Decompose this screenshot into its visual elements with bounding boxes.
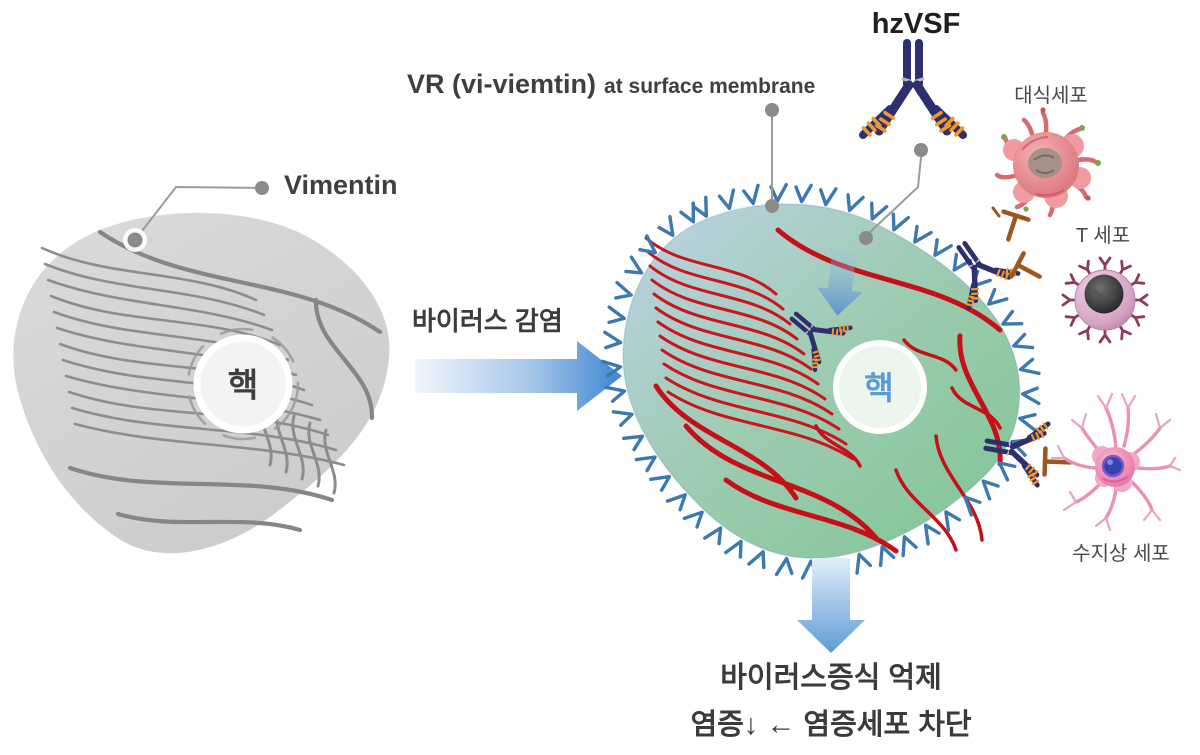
membrane-spike: [1009, 331, 1035, 356]
outcome-line-2: 염증↓ ← 염증세포 차단: [690, 709, 972, 741]
infected-cell: [600, 182, 1042, 581]
macrophage-label: 대식세포: [1014, 85, 1088, 107]
membrane-spike: [841, 190, 865, 215]
infected-nucleus: [833, 340, 927, 434]
membrane-spike: [895, 532, 919, 558]
block-symbol: [991, 206, 1001, 218]
vr-membrane-label: VR (vi-viemtin) at surface membrane: [407, 71, 815, 98]
membrane-spike: [817, 185, 838, 208]
dendritic-cell-label: 수지상 세포: [1072, 543, 1170, 565]
vimentin-pointer: [123, 181, 269, 252]
infected-nucleus-label: 핵: [864, 370, 894, 406]
membrane-spike: [601, 330, 624, 352]
outcome-line-1: 바이러스증식 억제: [720, 662, 942, 694]
membrane-spike: [1016, 409, 1040, 432]
membrane-spike: [611, 404, 636, 428]
membrane-spike: [604, 305, 628, 327]
hzvsf-pointer: [859, 143, 928, 245]
hzvsf-label: hzVSF: [871, 8, 961, 40]
membrane-spike: [690, 195, 716, 221]
membrane-spike: [724, 535, 749, 562]
membrane-spike: [747, 546, 772, 572]
hzvsf-antibody-icon: [863, 43, 963, 135]
membrane-spike: [917, 519, 943, 546]
virus-entry-arrow: [817, 250, 863, 316]
membrane-spike: [849, 550, 873, 575]
infection-arrow: [415, 341, 622, 411]
membrane-spike: [621, 255, 648, 281]
infection-label: 바이러스 감염: [412, 306, 563, 336]
membrane-spike: [604, 381, 628, 404]
membrane-spike: [793, 182, 813, 205]
membrane-spike: [998, 308, 1024, 333]
membrane-spike: [741, 183, 763, 207]
healthy-nucleus-label: 핵: [227, 366, 259, 404]
membrane-spike: [677, 201, 703, 227]
membrane-spike: [717, 188, 739, 212]
block-symbol: [1011, 253, 1045, 288]
dendritic-cell: [1050, 392, 1182, 532]
vimentin-pointer-dot: [127, 232, 143, 248]
membrane-spike: [774, 555, 796, 579]
vimentin-filaments-red: [644, 227, 1003, 554]
block-symbol: [996, 212, 1028, 244]
vr-pointer: [765, 103, 779, 213]
nucleus-outline-dashes: [186, 327, 300, 441]
healthy-cell: [13, 212, 390, 554]
vimentin-label: Vimentin: [284, 170, 398, 200]
macrophage-cell: [994, 107, 1101, 218]
membrane-spike: [622, 427, 648, 453]
outcome-arrow: [797, 558, 865, 653]
t-cell: [1061, 256, 1149, 344]
membrane-spike: [885, 209, 910, 235]
vr-membrane-label-sub: at surface membrane: [604, 75, 816, 98]
t-cell-label: T 세포: [1075, 225, 1131, 247]
healthy-nucleus: [193, 334, 293, 434]
block-symbol: [1045, 449, 1071, 476]
membrane-spike: [611, 280, 636, 304]
infected-cell-body: [622, 203, 1021, 559]
membrane-spike: [1020, 385, 1042, 406]
membrane-spike: [1017, 357, 1041, 379]
vr-membrane-label-main: VR (vi-viemtin): [407, 69, 597, 99]
